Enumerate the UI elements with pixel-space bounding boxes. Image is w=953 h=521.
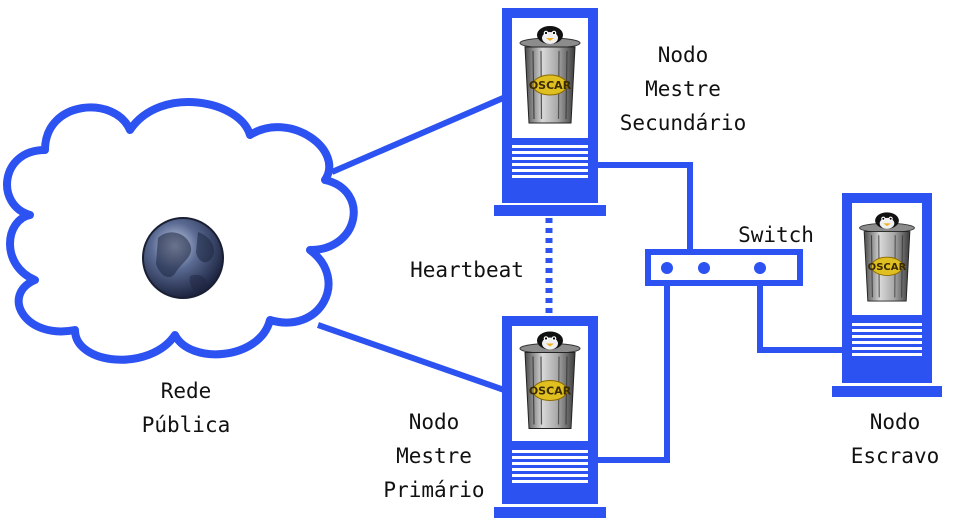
globe-icon xyxy=(142,217,224,299)
network-switch xyxy=(645,249,803,286)
link-switch-slave xyxy=(757,270,842,353)
slave-label-line2: Escravo xyxy=(851,444,940,468)
primary-label-line1: Nodo xyxy=(409,410,460,434)
link-secondary-switch xyxy=(598,162,693,250)
link-cloud-primary xyxy=(317,322,511,395)
secondary-label-line3: Secundário xyxy=(620,111,746,135)
primary-label-line2: Mestre xyxy=(396,444,472,468)
heartbeat-label: Heartbeat xyxy=(410,258,524,282)
oscar-logo-icon xyxy=(858,211,916,302)
primary-label-line3: Primário xyxy=(383,478,484,502)
switch-label: Switch xyxy=(738,223,814,247)
network-label-line1: Rede xyxy=(161,379,212,403)
labels: Rede Pública Nodo Mestre Secundário Nodo… xyxy=(142,43,940,502)
primary-master-server xyxy=(494,316,606,518)
network-label-line2: Pública xyxy=(142,413,231,437)
link-primary-switch xyxy=(598,270,670,463)
server-base xyxy=(494,507,606,518)
server-vents xyxy=(852,323,922,356)
switch-port xyxy=(698,262,710,274)
oscar-logo-icon xyxy=(519,330,581,430)
slave-label-line1: Nodo xyxy=(870,410,921,434)
link-cloud-secondary xyxy=(330,92,512,175)
secondary-master-server xyxy=(494,8,606,216)
switch-box xyxy=(645,249,803,286)
server-vents xyxy=(512,450,588,483)
switch-port xyxy=(754,262,766,274)
server-vents xyxy=(512,145,588,178)
secondary-label-line2: Mestre xyxy=(645,77,721,101)
secondary-label-line1: Nodo xyxy=(658,43,709,67)
server-base xyxy=(494,205,606,216)
server-base xyxy=(832,386,942,397)
network-links xyxy=(317,92,842,463)
slave-server xyxy=(832,193,942,397)
switch-port xyxy=(661,262,673,274)
oscar-logo-icon xyxy=(519,25,581,124)
